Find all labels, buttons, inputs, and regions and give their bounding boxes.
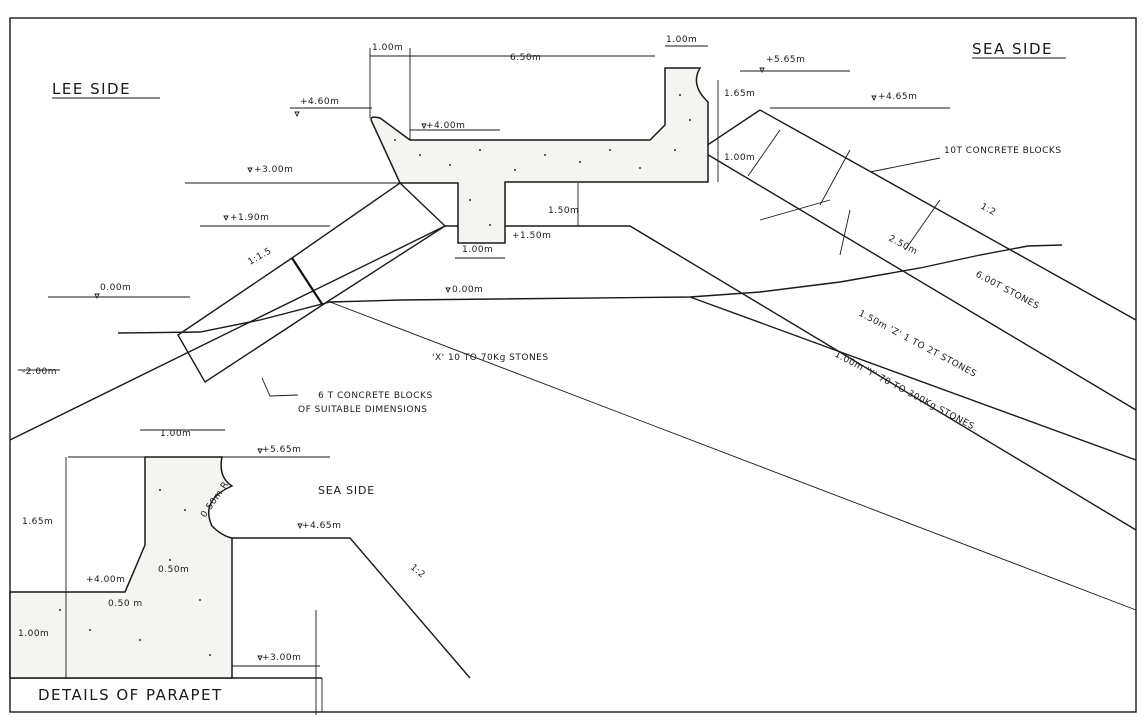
detail-level-sea: +4.65m [302,521,341,531]
lee-side-label: LEE SIDE [52,80,131,98]
slope-lee: 1:1.5 [247,246,274,267]
sea-side-label: SEA SIDE [972,40,1053,58]
layer-z-line [689,296,1137,461]
level-triangle-markers [94,67,877,662]
detail-sea-slope [232,537,471,679]
layer-y-line [329,301,1137,611]
concrete-blocks-sea-label: 10T CONCRETE BLOCKS [944,146,1062,156]
parapet-speckle [59,489,211,656]
sea-slope-outer [759,109,1137,321]
level-minus2: -2.00m [22,367,57,377]
level-lines [18,45,950,371]
level-berm-lee: +3.00m [254,165,293,175]
block-joint-4 [904,199,941,251]
detail-slope: 1:2 [408,563,427,581]
detail-height-165: 1.65m [22,517,53,527]
level-crest-sea: +4.65m [878,92,917,102]
detail-level-top: +5.65m [262,445,301,455]
slope-sea: 1:2 [979,202,998,218]
dim-height-165: 1.65m [724,89,755,99]
level-deck: +4.00m [426,121,465,131]
drawing-frame [9,17,1137,713]
block-joint-3 [759,199,831,221]
existing-ground-line [117,244,1063,334]
level-190: +1.90m [230,213,269,223]
block-joint-5 [839,209,851,256]
dim-width-650: 6.50m [510,53,541,63]
dim-height-150: 1.50m [548,206,579,216]
level-150: +1.50m [512,231,551,241]
lee-slope-outer [9,225,446,441]
block-joint-1 [747,129,781,177]
detail-small-050: 0.50 m [108,599,143,609]
dim-width-100-left: 1.00m [372,43,403,53]
parapet-detail [9,456,234,679]
core-stones-label: 'X' 10 TO 70Kg STONES [432,353,549,363]
leader-sea-blocks [869,157,941,173]
detail-width-100: 1.00m [160,429,191,439]
concrete-blocks-lee-label-2: OF SUITABLE DIMENSIONS [298,405,427,415]
sea-armour-inner [699,149,1137,411]
lee-block-divider [291,257,323,305]
lee-concrete-blocks [177,182,447,383]
details-title: DETAILS OF PARAPET [38,686,223,704]
block-joint-2 [819,149,851,206]
dim-width-100-right: 1.00m [666,35,697,45]
level-crest-lee: +4.60m [300,97,339,107]
detail-sea-side-label: SEA SIDE [318,484,375,497]
detail-level-base: +3.00m [262,653,301,663]
dim-key-100: 1.00m [462,245,493,255]
detail-050: 0.50m [158,565,189,575]
level-zero-core: 0.00m [452,285,483,295]
level-zero-lee: 0.00m [100,283,131,293]
crown-wall [370,67,709,244]
level-top: +5.65m [766,55,805,65]
detail-level-low: +4.00m [86,575,125,585]
sea-crest-edge [699,109,761,151]
concrete-blocks-lee-label: 6 T CONCRETE BLOCKS [318,391,433,401]
leader-lee-blocks [261,377,299,397]
detail-height-100: 1.00m [18,629,49,639]
dim-height-100: 1.00m [724,153,755,163]
concrete-speckle [394,94,691,226]
core-outline [445,225,1137,531]
stones-6t-label: 6.00T STONES [974,270,1041,312]
